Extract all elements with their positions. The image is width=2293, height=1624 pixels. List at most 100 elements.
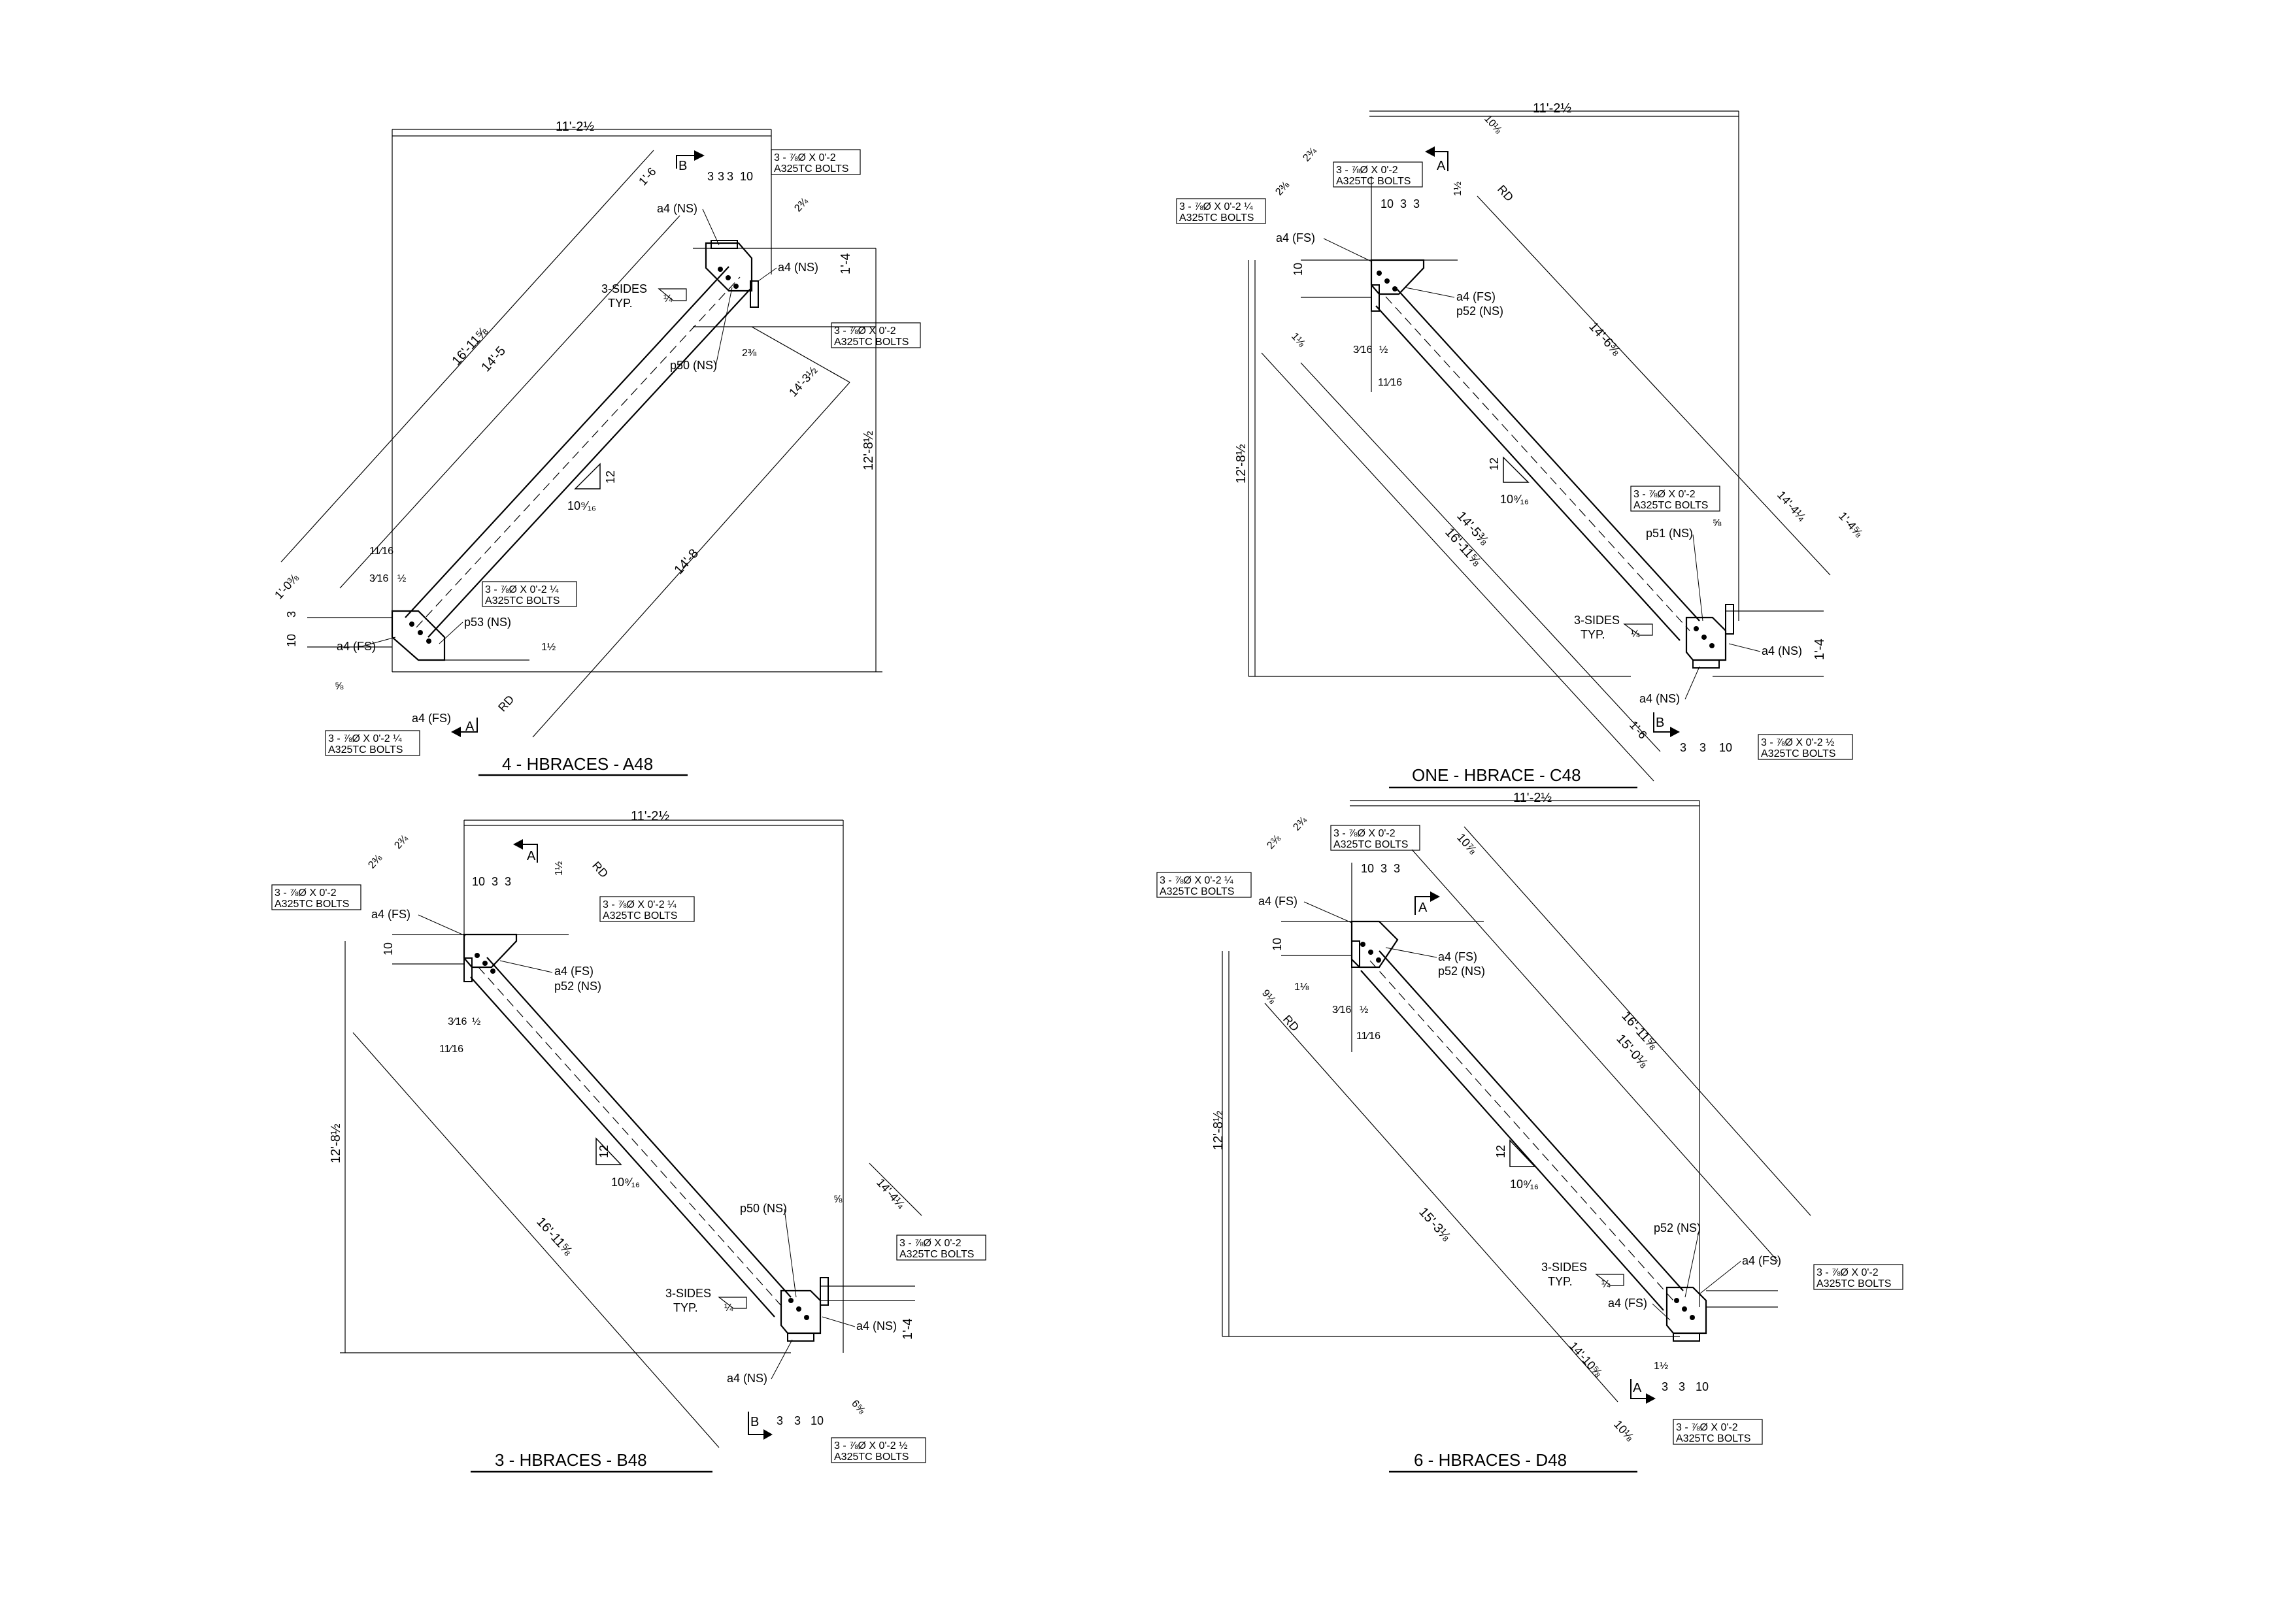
part-mark: a4 (FS) [1276, 231, 1315, 244]
section-mark-label: B [750, 1415, 759, 1429]
gusset-height-label: 1'-4 [839, 253, 853, 274]
clip-angle [463, 957, 473, 982]
hole-spacing-label: 10 [811, 1414, 824, 1427]
brace-edge-bottom [1360, 970, 1664, 1311]
slope-rise-label: 12 [1494, 1145, 1507, 1158]
bolt-callout-box [831, 322, 921, 348]
gusset-plate [1665, 1286, 1707, 1334]
part-mark: p50 (NS) [740, 1202, 787, 1215]
bolt-callout-box [1176, 198, 1266, 224]
leader-line [822, 1316, 856, 1327]
leader-line [418, 914, 466, 936]
leader-line [1652, 1303, 1671, 1321]
bolt-hole [1701, 635, 1707, 640]
length-dimension [1411, 849, 1779, 1262]
bolt-callout-line1: 3 - ⅞Ø X 0'-2 [1816, 1267, 1879, 1278]
height-dim-label: 12'-8½ [329, 1123, 343, 1163]
part-mark: a4 (NS) [657, 202, 697, 215]
part-mark: p51 (NS) [1646, 527, 1693, 540]
bolt-callout-line1: 3 - ⅞Ø X 0'-2 [899, 1238, 962, 1249]
hole-spacing-label: 10 [472, 875, 485, 888]
part-mark: a4 (FS) [1438, 950, 1477, 963]
section-mark-arrow [676, 155, 694, 169]
brace-centerline [478, 967, 783, 1308]
part-mark: RD [1280, 1012, 1301, 1034]
hole-spacing-label: 3 [777, 1414, 783, 1427]
bolt-callout-line1: 3 - ⅞Ø X 0'-2 ½ [834, 1440, 907, 1451]
bolt-hole [475, 953, 480, 958]
brace-edge-top [486, 957, 792, 1298]
weld-note: TYP. [673, 1301, 698, 1314]
hole-spacing-label: 10 [382, 942, 395, 955]
weld-size: ¼ [1601, 1279, 1611, 1290]
hole-spacing-label: 3 [1699, 741, 1706, 754]
brace-centerline [416, 276, 741, 628]
bolt-callout-line1: 3 - ⅞Ø X 0'-2 ¼ [328, 733, 402, 744]
small-dim-label: ⅝ [1713, 518, 1722, 529]
width-dim-label: 11'-2½ [556, 120, 594, 134]
leader-line [1684, 666, 1700, 700]
small-dim-label: 2¾ [792, 195, 811, 214]
bolt-callout-line2: A325TC BOLTS [834, 337, 909, 348]
hole-spacing-label: 3 [794, 1414, 801, 1427]
bolt-callout-box [831, 1437, 926, 1463]
part-mark: a4 (FS) [337, 640, 376, 653]
small-dim-label: 2¾ [392, 833, 410, 851]
bolt-hole [1682, 1306, 1687, 1312]
bolt-callout-box [896, 1235, 986, 1261]
leader-line [439, 621, 463, 644]
bolt-callout-box [271, 884, 361, 910]
section-mark-arrow [1653, 712, 1670, 733]
small-dim-label: ½ [397, 573, 406, 584]
small-dim-label: ½ [472, 1016, 480, 1027]
hole-spacing-label: 3 [285, 611, 298, 618]
section-mark-arrowhead [763, 1429, 773, 1440]
length-2-label: 14'-4¼ [874, 1176, 908, 1212]
height-dim-label: 12'-8½ [862, 431, 876, 471]
clip-angle [787, 1333, 814, 1342]
bolt-hole [1377, 271, 1382, 276]
leader-line [1303, 901, 1352, 923]
weld-symbol [1623, 623, 1653, 636]
bolt-callout-line2: A325TC BOLTS [603, 910, 677, 921]
bolt-hole [796, 1306, 801, 1312]
length-3-label: 15'-3⅛ [1416, 1205, 1453, 1244]
end-1-label: 1'-6 [1627, 718, 1650, 741]
bolt-callout-box [482, 581, 577, 607]
width-dim-label: 11'-2½ [1513, 791, 1552, 805]
section-mark-arrow [1414, 896, 1430, 915]
bolt-callout-line1: 3 - ⅞Ø X 0'-2 ¼ [485, 584, 559, 595]
small-dim-label: ½ [1360, 1004, 1368, 1016]
weld-note: TYP. [608, 297, 633, 310]
length-dimension [1261, 352, 1654, 782]
section-mark-arrowhead [451, 727, 461, 737]
leader-line [715, 287, 733, 367]
bolt-callout-line1: 3 - ⅞Ø X 0'-2 [1633, 489, 1696, 500]
hole-spacing-label: 10 [1696, 1380, 1709, 1393]
slope-triangle [574, 463, 601, 489]
brace-centerline [1369, 960, 1674, 1301]
small-dim-label: 11⁄16 [369, 546, 393, 557]
small-dim-label: 2⅜ [1265, 833, 1283, 851]
brace-edge-top [405, 266, 729, 618]
end-1-label: 1'-6 [636, 165, 659, 188]
detail-c48: 11'-2½ 12'-8½ 1'-4 14'-6⅜ 16'-11⅝ 14'-5⅜… [1176, 101, 1866, 789]
small-dim-label: 1⅛ [1294, 982, 1309, 993]
small-dim-label: ⅝ [833, 1194, 843, 1205]
part-mark: a4 (FS) [554, 965, 594, 978]
leader-line [784, 1208, 797, 1298]
bolt-hole [788, 1298, 794, 1303]
bolt-callout-line2: A325TC BOLTS [1333, 839, 1408, 850]
small-dim-label: 1⅛ [1289, 331, 1307, 349]
gusset-plate [705, 242, 753, 292]
hole-spacing-label: 10 [1719, 741, 1732, 754]
gusset-plate [1350, 920, 1399, 969]
length-dimension [1264, 1003, 1618, 1402]
bolt-callout-line2: A325TC BOLTS [328, 744, 403, 755]
part-mark: RD [1495, 182, 1516, 204]
bolt-callout-box [1673, 1419, 1763, 1445]
bolt-callout-line2: A325TC BOLTS [485, 595, 560, 606]
length-4-label: 14'-3½ [786, 364, 820, 399]
